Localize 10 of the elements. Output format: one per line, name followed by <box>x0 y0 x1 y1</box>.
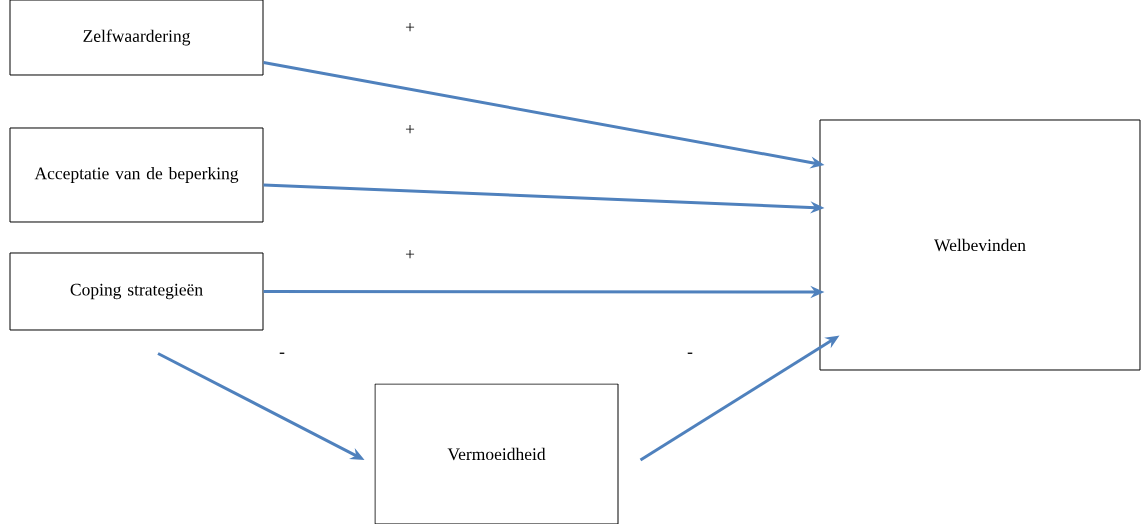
sign-label: - <box>278 351 286 359</box>
concept-box: Acceptatie van de beperking <box>9 127 264 223</box>
sign-label: + <box>404 124 416 136</box>
concept-box: Zelfwaardering <box>9 0 264 76</box>
concept-box: Vermoeidheid <box>374 383 619 524</box>
concept-box: Welbevinden <box>819 119 1141 371</box>
sign-label: + <box>404 22 416 34</box>
sign-label: + <box>404 249 416 261</box>
concept-box: Coping strategieën <box>9 252 264 331</box>
sign-label: - <box>686 351 694 359</box>
